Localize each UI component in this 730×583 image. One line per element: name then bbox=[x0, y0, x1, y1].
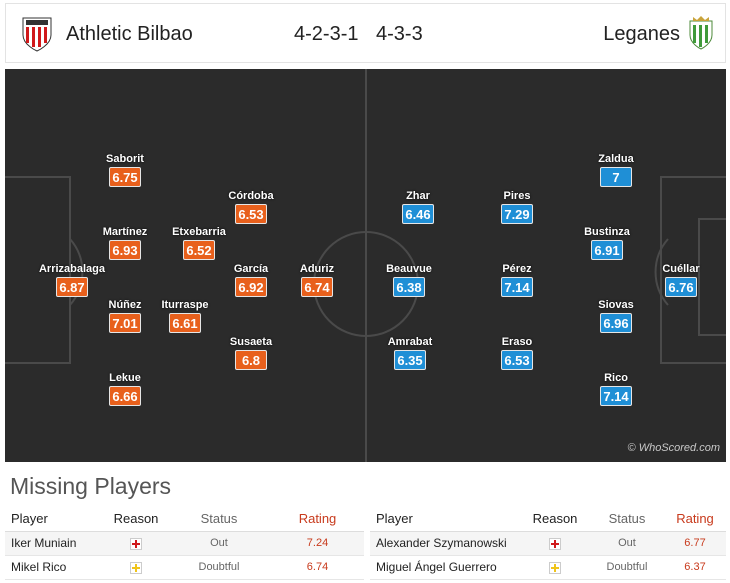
player-rating: 6.61 bbox=[169, 313, 201, 333]
table-row: Miguel Ángel Guerrero Doubtful 6.37 bbox=[370, 555, 726, 580]
player-rating: 7.14 bbox=[600, 386, 632, 406]
col-reason: Reason bbox=[105, 507, 167, 532]
away-player[interactable]: Eraso 6.53 bbox=[501, 336, 533, 370]
player-rating: 6.53 bbox=[501, 350, 533, 370]
red-cross-icon bbox=[549, 537, 561, 550]
missing-status: Out bbox=[167, 531, 271, 556]
home-player[interactable]: Saborit 6.75 bbox=[106, 153, 144, 187]
col-player: Player bbox=[5, 507, 105, 532]
col-player: Player bbox=[370, 507, 520, 532]
red-cross-icon bbox=[130, 537, 142, 550]
missing-rating: 6.77 bbox=[664, 531, 726, 556]
col-rating: Rating bbox=[664, 507, 726, 532]
missing-player-name[interactable]: Iker Muniain bbox=[5, 531, 105, 556]
away-player[interactable]: Pérez 7.14 bbox=[501, 263, 533, 297]
table-row: Mikel Rico Doubtful 6.74 bbox=[5, 555, 364, 580]
col-rating: Rating bbox=[271, 507, 364, 532]
away-player[interactable]: Pires 7.29 bbox=[472, 189, 562, 224]
missing-status: Doubtful bbox=[590, 555, 664, 580]
player-rating: 6.91 bbox=[591, 240, 623, 260]
missing-status: Out bbox=[590, 531, 664, 556]
player-rating: 6.75 bbox=[109, 167, 141, 187]
home-player[interactable]: Córdoba 6.53 bbox=[228, 190, 274, 224]
away-formation: 4-3-3 bbox=[376, 23, 423, 45]
missing-status: Doubtful bbox=[167, 555, 271, 580]
pitch: Arrizabalaga 6.87 Saborit 6.75 Martínez … bbox=[5, 69, 726, 462]
away-player[interactable]: Cuéllar 6.76 bbox=[662, 263, 700, 297]
player-rating: 7.29 bbox=[501, 204, 533, 224]
player-rating: 7 bbox=[600, 167, 632, 187]
home-player[interactable]: Martínez 6.93 bbox=[102, 226, 148, 260]
home-player[interactable]: Aduriz 6.74 bbox=[299, 263, 335, 297]
home-player[interactable]: Lekue 6.66 bbox=[109, 372, 141, 406]
player-rating: 6.93 bbox=[109, 240, 141, 260]
missing-rating: 7.24 bbox=[271, 531, 364, 556]
missing-player-name[interactable]: Miguel Ángel Guerrero bbox=[370, 555, 520, 580]
yellow-cross-icon bbox=[549, 561, 561, 574]
home-player[interactable]: Etxebarria 6.52 bbox=[172, 226, 226, 260]
player-rating: 6.74 bbox=[301, 277, 333, 297]
table-row: Iker Muniain Out 7.24 bbox=[5, 531, 364, 556]
away-team-name[interactable]: Leganes bbox=[603, 23, 680, 45]
missing-rating: 6.74 bbox=[271, 555, 364, 580]
athletic-bilbao-crest-icon[interactable] bbox=[20, 15, 54, 53]
home-player[interactable]: García 6.92 bbox=[233, 263, 269, 297]
away-player[interactable]: Siovas 6.96 bbox=[598, 299, 634, 333]
home-player[interactable]: Susaeta 6.8 bbox=[229, 336, 273, 370]
player-rating: 6.52 bbox=[183, 240, 215, 260]
player-rating: 6.38 bbox=[393, 277, 425, 297]
away-player[interactable]: Zaldua 7 bbox=[598, 153, 634, 187]
away-player[interactable]: Bustinza 6.91 bbox=[584, 226, 630, 260]
home-missing-table: Player Reason Status Rating Iker Muniain… bbox=[5, 507, 364, 580]
player-rating: 6.92 bbox=[235, 277, 267, 297]
player-rating: 6.35 bbox=[394, 350, 426, 370]
player-rating: 6.66 bbox=[109, 386, 141, 406]
away-player[interactable]: Zhar 6.46 bbox=[373, 189, 463, 224]
player-rating: 6.87 bbox=[56, 277, 88, 297]
home-player[interactable]: Arrizabalaga 6.87 bbox=[38, 263, 106, 297]
col-reason: Reason bbox=[520, 507, 590, 532]
home-team-name[interactable]: Athletic Bilbao bbox=[66, 23, 193, 45]
away-player[interactable]: Amrabat 6.35 bbox=[387, 336, 433, 370]
player-rating: 6.53 bbox=[235, 204, 267, 224]
col-status: Status bbox=[590, 507, 664, 532]
player-rating: 6.8 bbox=[235, 350, 267, 370]
watermark: © WhoScored.com bbox=[627, 442, 720, 454]
player-rating: 6.96 bbox=[600, 313, 632, 333]
leganes-crest-icon[interactable] bbox=[684, 15, 718, 53]
col-status: Status bbox=[167, 507, 271, 532]
away-player[interactable]: Rico 7.14 bbox=[571, 371, 661, 406]
home-player[interactable]: Iturraspe 6.61 bbox=[161, 299, 209, 333]
player-rating: 7.01 bbox=[109, 313, 141, 333]
table-row: Alexander Szymanowski Out 6.77 bbox=[370, 531, 726, 556]
home-player[interactable]: Núñez 7.01 bbox=[108, 299, 142, 333]
missing-player-name[interactable]: Alexander Szymanowski bbox=[370, 531, 520, 556]
home-formation: 4-2-3-1 bbox=[294, 23, 359, 45]
player-rating: 6.46 bbox=[402, 204, 434, 224]
missing-players-title: Missing Players bbox=[10, 473, 172, 499]
away-missing-table: Player Reason Status Rating Alexander Sz… bbox=[370, 507, 726, 580]
away-player[interactable]: Beauvue 6.38 bbox=[386, 263, 432, 297]
match-header: Athletic Bilbao 4-2-3-1 4-3-3 Leganes bbox=[5, 3, 726, 63]
player-rating: 6.76 bbox=[665, 277, 697, 297]
yellow-cross-icon bbox=[130, 561, 142, 574]
missing-rating: 6.37 bbox=[664, 555, 726, 580]
missing-player-name[interactable]: Mikel Rico bbox=[5, 555, 105, 580]
player-rating: 7.14 bbox=[501, 277, 533, 297]
